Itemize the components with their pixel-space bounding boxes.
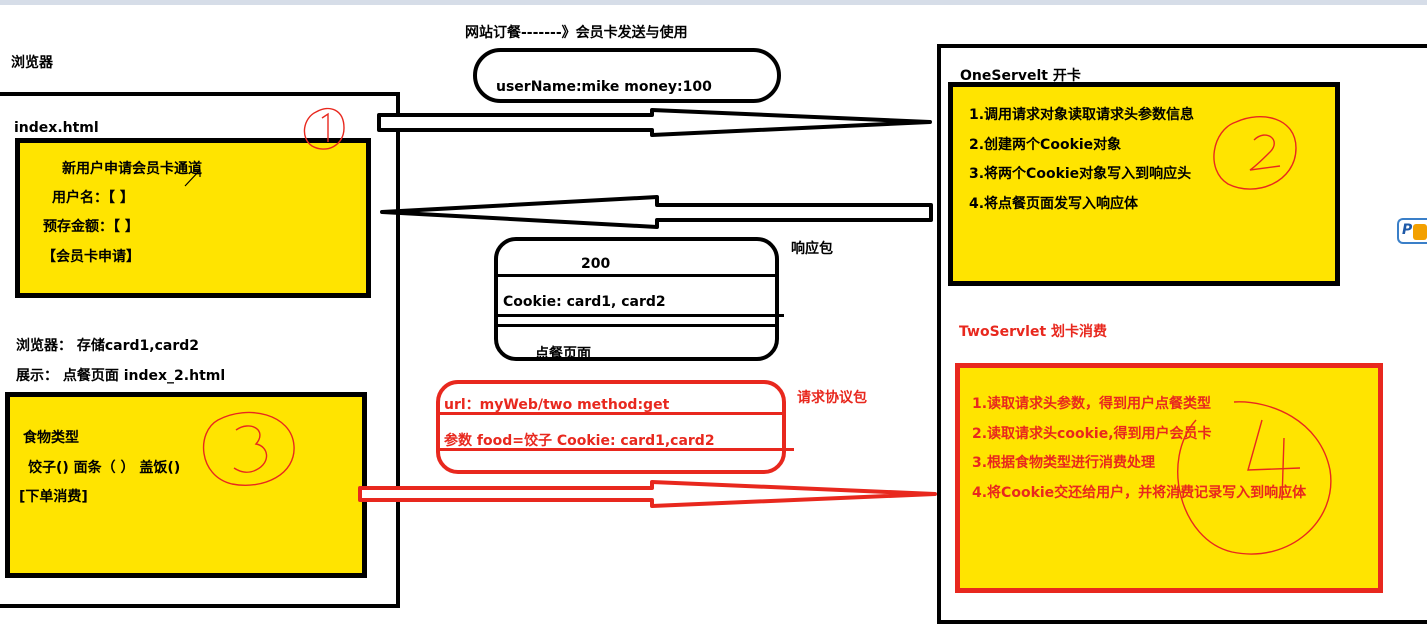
response-divider-1 xyxy=(494,274,779,277)
response-packet-label: 响应包 xyxy=(791,241,833,257)
response-divider-3 xyxy=(494,324,779,327)
two-servlet-step-1: 1.读取请求头参数，得到用户点餐类型 xyxy=(972,396,1212,412)
browser-label: 浏览器 xyxy=(11,55,53,71)
two-servlet-step-4: 4.将Cookie交还给用户，并将消费记录写入到响应体 xyxy=(972,485,1307,501)
display-text: 展示： 点餐页面 index_2.html xyxy=(16,368,226,384)
request-params-text: userName:mike money:100 xyxy=(496,79,712,95)
two-servlet-step-3: 3.根据食物类型进行消费处理 xyxy=(972,455,1156,471)
membership-form-heading: 新用户申请会员卡通道 xyxy=(62,161,202,177)
handwritten-annotation-1 xyxy=(303,107,345,150)
response-divider-2 xyxy=(494,314,784,317)
order-form xyxy=(5,392,367,578)
handwritten-annotation-4 xyxy=(1177,401,1332,555)
request-divider-2 xyxy=(436,448,794,451)
response-status: 200 xyxy=(581,256,611,272)
handwritten-annotation-2 xyxy=(1213,115,1297,190)
cursor-mark xyxy=(184,169,201,187)
diagram-title: 网站订餐-------》会员卡发送与使用 xyxy=(465,25,688,41)
handwritten-annotation-3 xyxy=(202,411,295,486)
index-html-label: index.html xyxy=(14,120,99,136)
request-arrow-2 xyxy=(358,480,937,508)
app-logo-icon: P xyxy=(1397,218,1427,244)
one-servlet-box xyxy=(948,82,1340,286)
response-packet-box xyxy=(494,237,779,361)
response-cookie: Cookie: card1, card2 xyxy=(503,294,666,310)
request-params: 参数 food=饺子 Cookie: card1,card2 xyxy=(444,433,715,449)
one-servlet-step-3: 3.将两个Cookie对象写入到响应头 xyxy=(969,166,1192,182)
one-servlet-step-4: 4.将点餐页面发写入响应体 xyxy=(969,196,1139,212)
deposit-field[interactable]: 预存金额：【 】 xyxy=(43,219,139,235)
two-servlet-step-2: 2.读取请求头cookie,得到用户会员卡 xyxy=(972,426,1212,442)
food-type-heading: 食物类型 xyxy=(23,430,79,446)
request-url: url：myWeb/two method:get xyxy=(444,397,670,413)
order-submit-button[interactable]: [下单消费] xyxy=(19,489,88,505)
one-servlet-title: OneServelt 开卡 xyxy=(960,68,1081,84)
username-field[interactable]: 用户名：【 】 xyxy=(52,190,134,206)
membership-apply-button[interactable]: 【会员卡申请】 xyxy=(42,249,140,265)
response-body: 点餐页面 xyxy=(535,346,591,362)
request-arrow-1 xyxy=(377,108,932,137)
browser-store-text: 浏览器： 存储card1,card2 xyxy=(16,338,200,354)
one-servlet-step-1: 1.调用请求对象读取请求头参数信息 xyxy=(969,107,1195,123)
membership-form xyxy=(15,138,371,298)
request-packet-label: 请求协议包 xyxy=(797,390,867,406)
browser-frame xyxy=(0,92,400,608)
request-divider-1 xyxy=(436,412,786,415)
two-servlet-box xyxy=(955,363,1383,593)
request-packet-box xyxy=(436,380,786,474)
response-arrow xyxy=(380,195,933,229)
request-params-box xyxy=(473,48,781,103)
window-top-strip xyxy=(0,0,1427,5)
two-servlet-title: TwoServlet 划卡消费 xyxy=(959,324,1108,340)
one-servlet-step-2: 2.创建两个Cookie对象 xyxy=(969,137,1122,153)
food-options[interactable]: 饺子() 面条（ ） 盖饭() xyxy=(28,460,181,476)
